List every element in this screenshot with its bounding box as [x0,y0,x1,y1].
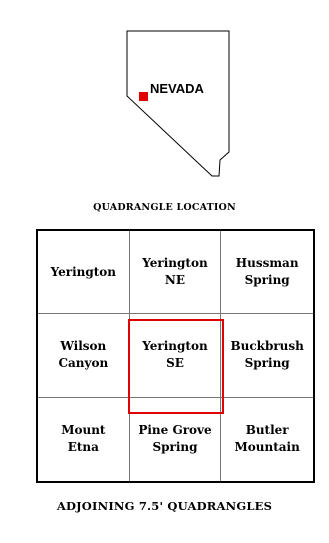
quad-hussman-spring: Hussman Spring [221,231,313,315]
nevada-outline-map: NEVADA [126,30,230,177]
quad-pine-grove-spring: Pine Grove Spring [130,397,222,481]
quad-wilson-canyon: Wilson Canyon [38,314,130,398]
current-quadrangle-highlight [128,319,224,414]
nevada-state-outline [126,30,230,177]
quadrangle-location-marker [139,92,148,101]
adjoining-quadrangles-title: ADJOINING 7.5' QUADRANGLES [56,499,273,513]
state-label: NEVADA [150,81,205,96]
quad-buckbrush-spring: Buckbrush Spring [221,314,313,398]
quadrangle-location-title: QUADRANGLE LOCATION [93,202,236,213]
quad-yerington: Yerington [38,231,130,315]
quad-yerington-se: Yerington SE [129,314,222,398]
quad-yerington-ne: Yerington NE [129,231,222,315]
adjoining-quadrangles-grid: Yerington Yerington NE Hussman Spring Wi… [36,229,315,483]
quad-butler-mountain: Butler Mountain [234,423,300,455]
quad-mount-etna: Mount Etna [38,397,130,481]
